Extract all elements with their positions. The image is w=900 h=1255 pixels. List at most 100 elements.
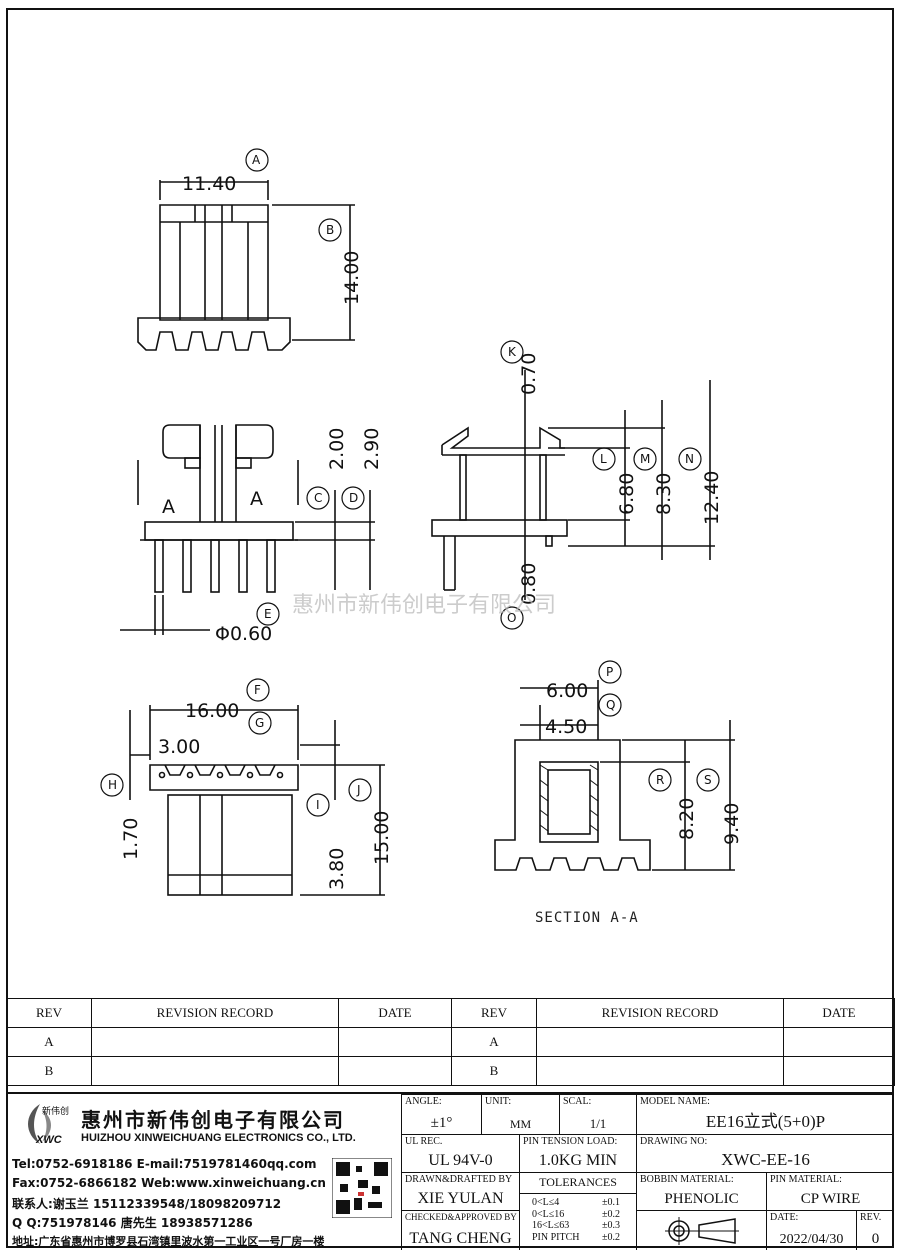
date-cell (338, 1027, 452, 1057)
checked-by-cell: CHECKED&APPROVED BY TANG CHENG (401, 1210, 519, 1250)
section-label: SECTION A-A (535, 910, 639, 926)
qq-text: Q Q:751978146 唐先生 18938571286 (12, 1216, 253, 1230)
balloon-s: S (704, 773, 712, 787)
pin-material-value: CP WIRE (800, 1191, 861, 1207)
date-cell (338, 1056, 452, 1086)
model-value: EE16立式(5+0)P (705, 1112, 826, 1131)
balloon-k: K (508, 345, 517, 359)
revision-header-row: REV REVISION RECORD DATE REV REVISION RE… (6, 998, 895, 1028)
dim-m: 8.30 (653, 473, 675, 515)
drawing-no-value: XWC-EE-16 (721, 1150, 810, 1169)
qr-code-icon (332, 1158, 392, 1218)
drawing-frame (6, 8, 894, 1248)
dim-q: 4.50 (545, 716, 587, 738)
date-cell (783, 1056, 895, 1086)
balloon-n: N (685, 452, 694, 466)
balloon-d: D (349, 491, 358, 505)
dim-c: 2.00 (326, 428, 348, 470)
logo-sub: XWC (36, 1134, 62, 1146)
balloon-a: A (252, 153, 261, 167)
dim-h: 1.70 (120, 818, 142, 860)
date-value: 2022/04/30 (779, 1232, 844, 1247)
unit-value: MM (509, 1117, 532, 1131)
balloon-p: P (606, 665, 613, 679)
rev-cell: A (6, 1027, 92, 1057)
balloon-g: G (255, 716, 264, 730)
balloon-q: Q (606, 698, 615, 712)
dim-k: 0.70 (518, 353, 540, 395)
side-view (431, 370, 715, 600)
dim-e: Φ0.60 (215, 623, 272, 645)
record-cell (91, 1027, 339, 1057)
dim-p: 6.00 (546, 680, 588, 702)
logo-text: 新伟创 (42, 1107, 70, 1117)
rev-value: 0 (871, 1231, 880, 1247)
date-header: DATE (338, 998, 452, 1028)
address-text: 地址:广东省惠州市博罗县石湾镇里波水第一工业区一号厂房一楼 (12, 1235, 325, 1248)
balloon-m: M (640, 452, 650, 466)
date-header: DATE (783, 998, 895, 1028)
pin-material-cell: PIN MATERIAL: CP WIRE (766, 1172, 894, 1210)
record-cell (91, 1056, 339, 1086)
rev-cell: B (6, 1056, 92, 1086)
dim-s: 9.40 (721, 803, 743, 845)
dim-l: 6.80 (616, 473, 638, 515)
tolerances-cell: TOLERANCES 0<L≤4 0<L≤16 16<L≤63 PIN PITC… (519, 1172, 636, 1250)
angle-value: ±1° (430, 1115, 453, 1131)
fax-text: Fax:0752-6866182 Web:www.xinweichuang.cn (12, 1176, 326, 1190)
front-view (120, 424, 375, 635)
dim-o: 0.80 (518, 563, 540, 605)
balloon-o: O (507, 611, 516, 625)
ul-cell: UL REC. UL 94V-0 (401, 1134, 519, 1172)
pin-tension-value: 1.0KG MIN (538, 1152, 618, 1169)
balloon-e: E (264, 607, 272, 621)
company-logo-icon (28, 1104, 51, 1144)
company-name-cn: 惠州市新伟创电子有限公司 (81, 1108, 345, 1132)
title-block: 新伟创 XWC 惠州市新伟创电子有限公司 HUIZHOU XINWEICHUAN… (6, 1092, 894, 1250)
section-mark-left: A (162, 496, 175, 518)
watermark: 惠州市新伟创电子有限公司 (292, 593, 556, 618)
balloon-h: H (108, 778, 117, 792)
balloon-l: L (600, 452, 607, 466)
rev-cell: B (451, 1056, 537, 1086)
rev-cell: REV. 0 (856, 1210, 894, 1250)
balloon-i: I (316, 798, 320, 812)
dim-r: 8.20 (676, 798, 698, 840)
company-name-en: HUIZHOU XINWEICHUANG ELECTRONICS CO., LT… (81, 1132, 356, 1144)
bobbin-material-cell: BOBBIN MATERIAL: PHENOLIC (636, 1172, 766, 1210)
balloon-j: J (356, 783, 361, 797)
section-mark-right: A (250, 488, 263, 510)
revision-record-header: REVISION RECORD (536, 998, 784, 1028)
rev-header: REV (6, 998, 92, 1028)
record-cell (536, 1056, 784, 1086)
contact-text: 联系人:谢玉兰 15112339548/18098209712 (12, 1197, 282, 1211)
tolerances-ranges: 0<L≤4 0<L≤16 16<L≤63 PIN PITCH (532, 1197, 580, 1243)
balloon-r: R (656, 773, 664, 787)
unit-cell: UNIT: MM (481, 1094, 559, 1134)
dim-g: 3.00 (158, 736, 200, 758)
record-cell (536, 1027, 784, 1057)
revision-record-header: REVISION RECORD (91, 998, 339, 1028)
revision-table: REV REVISION RECORD DATE REV REVISION RE… (6, 998, 895, 1086)
top-view (137, 180, 355, 351)
dim-j: 15.00 (371, 811, 393, 865)
dim-i: 3.80 (326, 848, 348, 890)
scale-value: 1/1 (589, 1116, 607, 1131)
drawn-by-cell: DRAWN&DRAFTED BY XIE YULAN (401, 1172, 519, 1210)
dim-b: 14.00 (341, 251, 363, 305)
projection-symbol-icon (665, 1217, 739, 1245)
table-row: B B (6, 1056, 895, 1086)
section-view (494, 680, 735, 871)
drawn-by-value: XIE YULAN (417, 1190, 504, 1207)
tel-text: Tel:0752-6918186 E-mail:7519781460qq.com (12, 1157, 317, 1171)
rev-cell: A (451, 1027, 537, 1057)
date-cell (783, 1027, 895, 1057)
dimension-balloons (100, 148, 720, 817)
dim-f: 16.00 (185, 700, 239, 722)
checked-by-value: TANG CHENG (409, 1230, 512, 1247)
tolerances-values: ±0.1 ±0.2 ±0.3 ±0.2 (602, 1197, 620, 1243)
dim-a: 11.40 (182, 173, 236, 195)
scale-cell: SCAL: 1/1 (559, 1094, 636, 1134)
model-cell: MODEL NAME: EE16立式(5+0)P (636, 1094, 894, 1134)
technical-drawing: 11.40 14.00 2.00 2.90 Φ0.60 16.00 3.00 1… (100, 148, 743, 926)
